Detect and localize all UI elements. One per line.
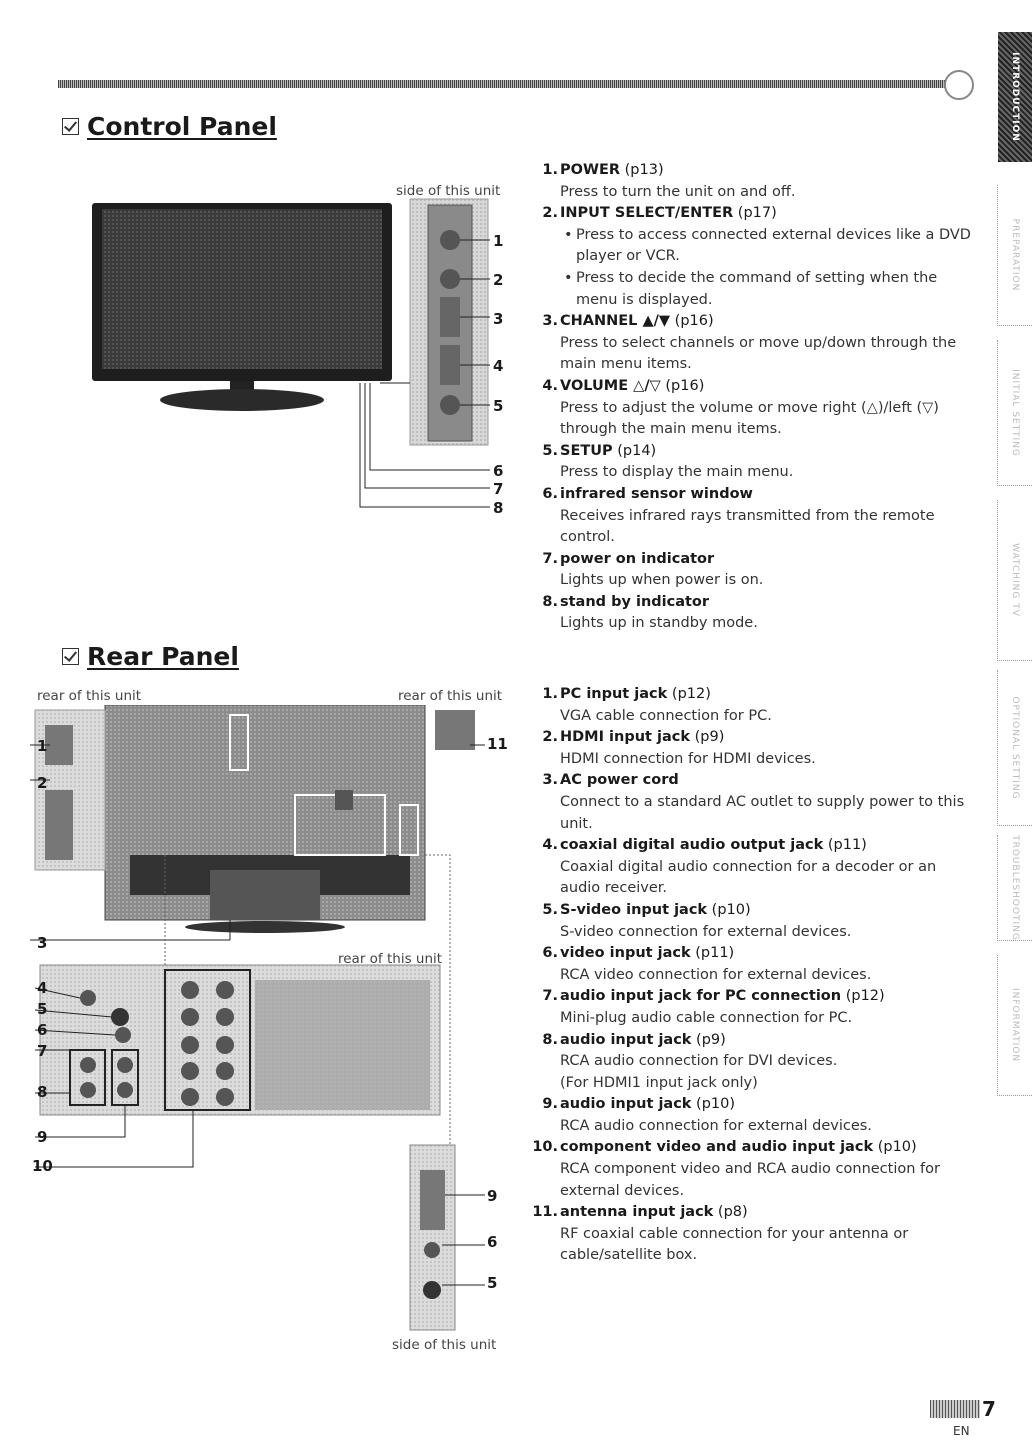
side-tab-label: INTRODUCTION <box>1010 52 1020 142</box>
section-title: Rear Panel <box>87 642 239 671</box>
page-number-bar <box>930 1400 980 1418</box>
rear-callout-11: 11 <box>487 735 508 753</box>
callout-5: 5 <box>493 397 503 415</box>
rear-callout-8: 8 <box>37 1083 47 1101</box>
tv-rear-illustration <box>30 705 510 1335</box>
top-rule-end-circle <box>944 70 974 100</box>
list-item: 5.S-video input jack (p10)S-video connec… <box>532 900 977 943</box>
checkbox-icon <box>62 648 79 665</box>
side-tab-label: PREPARATION <box>1010 219 1020 292</box>
side-callout-6: 6 <box>487 1233 497 1251</box>
side-tab-optional-setting[interactable]: OPTIONAL SETTING <box>997 670 1032 826</box>
list-item: 4.coaxial digital audio output jack (p11… <box>532 835 977 900</box>
list-item: 1.POWER (p13)Press to turn the unit on a… <box>532 160 977 203</box>
list-item: 9.audio input jack (p10)RCA audio connec… <box>532 1094 977 1137</box>
side-of-unit-caption: side of this unit <box>392 1337 496 1353</box>
side-tab-information[interactable]: INFORMATION <box>997 955 1032 1096</box>
rear-callout-5: 5 <box>37 1000 47 1018</box>
section-title: Control Panel <box>87 112 277 141</box>
side-tab-troubleshooting[interactable]: TROUBLESHOOTING <box>997 835 1032 941</box>
side-tab-label: WATCHING TV <box>1010 543 1020 617</box>
callout-8: 8 <box>493 499 503 517</box>
language-label: EN <box>953 1424 970 1438</box>
callout-2: 2 <box>493 271 503 289</box>
callout-1: 1 <box>493 232 503 250</box>
list-item: 5.SETUP (p14)Press to display the main m… <box>532 441 977 484</box>
control-panel-heading: Control Panel <box>62 112 277 141</box>
side-callout-5: 5 <box>487 1274 497 1292</box>
list-item: 2.INPUT SELECT/ENTER (p17)Press to acces… <box>532 203 977 311</box>
rear-callout-3: 3 <box>37 934 47 952</box>
list-item: 3.CHANNEL ▲/▼ (p16)Press to select chann… <box>532 311 977 376</box>
rear-panel-list: 1.PC input jack (p12)VGA cable connectio… <box>532 684 977 1267</box>
rear-of-unit-caption-right: rear of this unit <box>398 688 502 704</box>
list-item: 10.component video and audio input jack … <box>532 1137 977 1202</box>
tv-front-illustration <box>80 195 510 525</box>
top-rule <box>58 80 960 88</box>
rear-callout-9: 9 <box>37 1128 47 1146</box>
callout-4: 4 <box>493 357 503 375</box>
control-panel-list: 1.POWER (p13)Press to turn the unit on a… <box>532 160 977 635</box>
side-tab-label: INFORMATION <box>1010 988 1020 1062</box>
side-tab-watching-tv[interactable]: WATCHING TV <box>997 500 1032 661</box>
list-item: 6.video input jack (p11)RCA video connec… <box>532 943 977 986</box>
list-item: 11.antenna input jack (p8)RF coaxial cab… <box>532 1202 977 1267</box>
rear-callout-1: 1 <box>37 737 47 755</box>
side-tab-label: OPTIONAL SETTING <box>1010 696 1020 799</box>
side-tab-initial-setting[interactable]: INITIAL SETTING <box>997 340 1032 486</box>
list-item: 2.HDMI input jack (p9)HDMI connection fo… <box>532 727 977 770</box>
rear-callout-2: 2 <box>37 774 47 792</box>
side-tab-introduction[interactable]: INTRODUCTION <box>998 32 1032 162</box>
rear-callout-4: 4 <box>37 979 47 997</box>
callout-6: 6 <box>493 462 503 480</box>
side-tab-preparation[interactable]: PREPARATION <box>997 185 1032 326</box>
side-callout-9: 9 <box>487 1187 497 1205</box>
rear-callout-7: 7 <box>37 1042 47 1060</box>
rear-callout-10: 10 <box>32 1157 53 1175</box>
rear-panel-heading: Rear Panel <box>62 642 239 671</box>
rear-callout-6: 6 <box>37 1021 47 1039</box>
rear-of-unit-caption-left: rear of this unit <box>37 688 141 704</box>
list-item: 7.audio input jack for PC connection (p1… <box>532 986 977 1029</box>
side-tab-label: TROUBLESHOOTING <box>1010 835 1020 941</box>
list-item: 1.PC input jack (p12)VGA cable connectio… <box>532 684 977 727</box>
page-number: 7 <box>982 1397 996 1421</box>
side-tab-label: INITIAL SETTING <box>1010 369 1020 457</box>
list-item: 4.VOLUME △/▽ (p16)Press to adjust the vo… <box>532 376 977 441</box>
callout-7: 7 <box>493 480 503 498</box>
checkbox-icon <box>62 118 79 135</box>
list-item: 8.audio input jack (p9)RCA audio connect… <box>532 1030 977 1095</box>
callout-3: 3 <box>493 310 503 328</box>
